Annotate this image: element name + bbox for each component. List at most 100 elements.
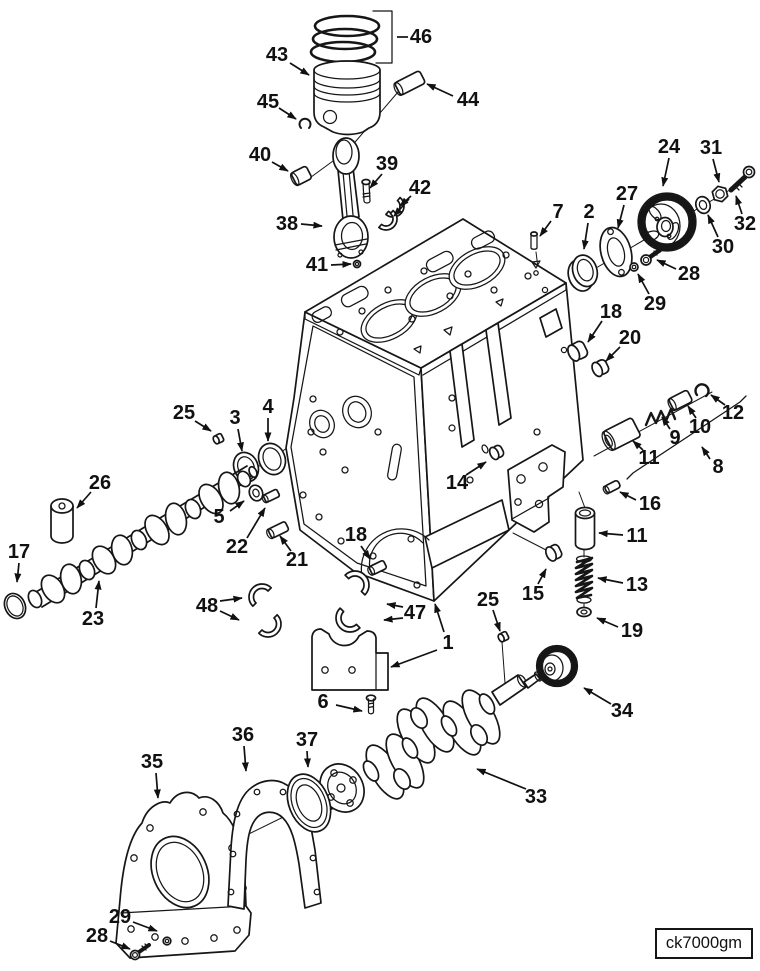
callout-10: 10 — [687, 405, 711, 438]
spring-9 — [644, 407, 677, 427]
main-bearing-cap — [311, 628, 389, 691]
svg-text:21: 21 — [286, 549, 308, 571]
plate-washer — [629, 262, 639, 272]
valve-lifter-26 — [50, 498, 74, 544]
svg-text:35: 35 — [141, 751, 163, 773]
callout-11: 11 — [598, 525, 648, 547]
svg-text:38: 38 — [276, 213, 298, 235]
svg-text:40: 40 — [249, 144, 271, 166]
callout-9: 9 — [661, 416, 681, 449]
svg-text:22: 22 — [226, 536, 248, 558]
callout-12: 12 — [710, 394, 744, 424]
callout-1: 1 — [390, 603, 454, 668]
callout-34: 34 — [583, 687, 634, 722]
callout-31: 31 — [700, 137, 722, 183]
pin-16 — [602, 479, 621, 495]
callout-37: 37 — [296, 729, 318, 768]
snap-ring — [298, 117, 312, 129]
washer-19 — [576, 606, 592, 618]
svg-text:3: 3 — [229, 407, 240, 429]
svg-text:15: 15 — [522, 583, 544, 605]
callout-33: 33 — [476, 768, 547, 808]
callout-47: 47 — [383, 602, 426, 624]
callout-40: 40 — [249, 144, 289, 172]
cup-plug-20 — [591, 359, 610, 378]
callout-39: 39 — [369, 153, 398, 189]
housing-bolt-28 — [129, 943, 151, 961]
callout-25: 25 — [173, 402, 212, 432]
callout-20: 20 — [605, 327, 641, 362]
svg-text:14: 14 — [446, 472, 469, 494]
plunger-10 — [667, 389, 693, 412]
crankshaft — [317, 671, 542, 813]
callout-14: 14 — [446, 461, 487, 494]
piston-pin — [393, 70, 426, 96]
svg-text:17: 17 — [8, 541, 30, 563]
connecting-rod — [332, 137, 369, 259]
svg-text:8: 8 — [712, 456, 723, 478]
callout-36: 36 — [232, 724, 254, 772]
callout-15: 15 — [522, 568, 547, 605]
callout-5: 5 — [213, 500, 245, 528]
callout-6: 6 — [317, 691, 363, 713]
svg-text:36: 36 — [232, 724, 254, 746]
svg-text:44: 44 — [457, 89, 480, 111]
svg-text:28: 28 — [86, 925, 108, 947]
svg-text:27: 27 — [616, 183, 638, 205]
svg-text:11: 11 — [638, 447, 659, 469]
callout-22: 22 — [226, 507, 266, 558]
callout-29: 29 — [637, 273, 666, 315]
plug-14 — [481, 444, 505, 461]
washer-5 — [248, 484, 264, 502]
rod-bushing — [289, 165, 313, 187]
svg-text:1: 1 — [442, 632, 453, 654]
callout-30: 30 — [707, 214, 734, 258]
svg-text:13: 13 — [626, 574, 648, 596]
callout-18: 18 — [587, 301, 622, 343]
svg-text:34: 34 — [611, 700, 634, 722]
svg-text:29: 29 — [109, 906, 131, 928]
svg-text:23: 23 — [82, 608, 104, 630]
housing-washer-29 — [162, 936, 172, 946]
callout-26: 26 — [76, 472, 111, 509]
svg-text:11: 11 — [626, 525, 647, 547]
svg-text:37: 37 — [296, 729, 318, 751]
callout-13: 13 — [597, 574, 648, 596]
gear-washer — [694, 195, 712, 215]
cam-thrust-bushing — [567, 254, 599, 292]
dowel-pin-7 — [529, 231, 541, 276]
svg-text:42: 42 — [409, 177, 431, 199]
callout-21: 21 — [279, 535, 308, 571]
snap-ring-12 — [694, 383, 710, 398]
gear-bolt — [728, 165, 756, 193]
crankshaft-gear-34 — [535, 644, 579, 688]
spring-13 — [574, 555, 594, 604]
ring-set-bracket — [372, 10, 393, 64]
svg-text:18: 18 — [600, 301, 622, 323]
svg-text:29: 29 — [644, 293, 666, 315]
svg-text:20: 20 — [619, 327, 641, 349]
callout-29: 29 — [109, 906, 158, 932]
callout-24: 24 — [658, 136, 681, 187]
svg-text:16: 16 — [639, 493, 661, 515]
cup-plug-15 — [544, 543, 563, 562]
callout-48: 48 — [196, 595, 243, 621]
rod-bolt — [361, 178, 371, 204]
callout-7: 7 — [539, 201, 564, 237]
cylinder-block — [285, 218, 584, 602]
svg-text:41: 41 — [306, 254, 328, 276]
svg-text:28: 28 — [678, 263, 700, 285]
svg-text:31: 31 — [700, 137, 722, 159]
svg-text:39: 39 — [376, 153, 398, 175]
svg-text:24: 24 — [658, 136, 681, 158]
svg-text:25: 25 — [477, 589, 499, 611]
svg-text:46: 46 — [410, 26, 432, 48]
svg-text:30: 30 — [712, 236, 734, 258]
svg-text:19: 19 — [621, 620, 643, 642]
callout-8: 8 — [701, 446, 724, 478]
cup-plug-18 — [567, 340, 589, 362]
cam-bearing-4 — [257, 442, 287, 476]
